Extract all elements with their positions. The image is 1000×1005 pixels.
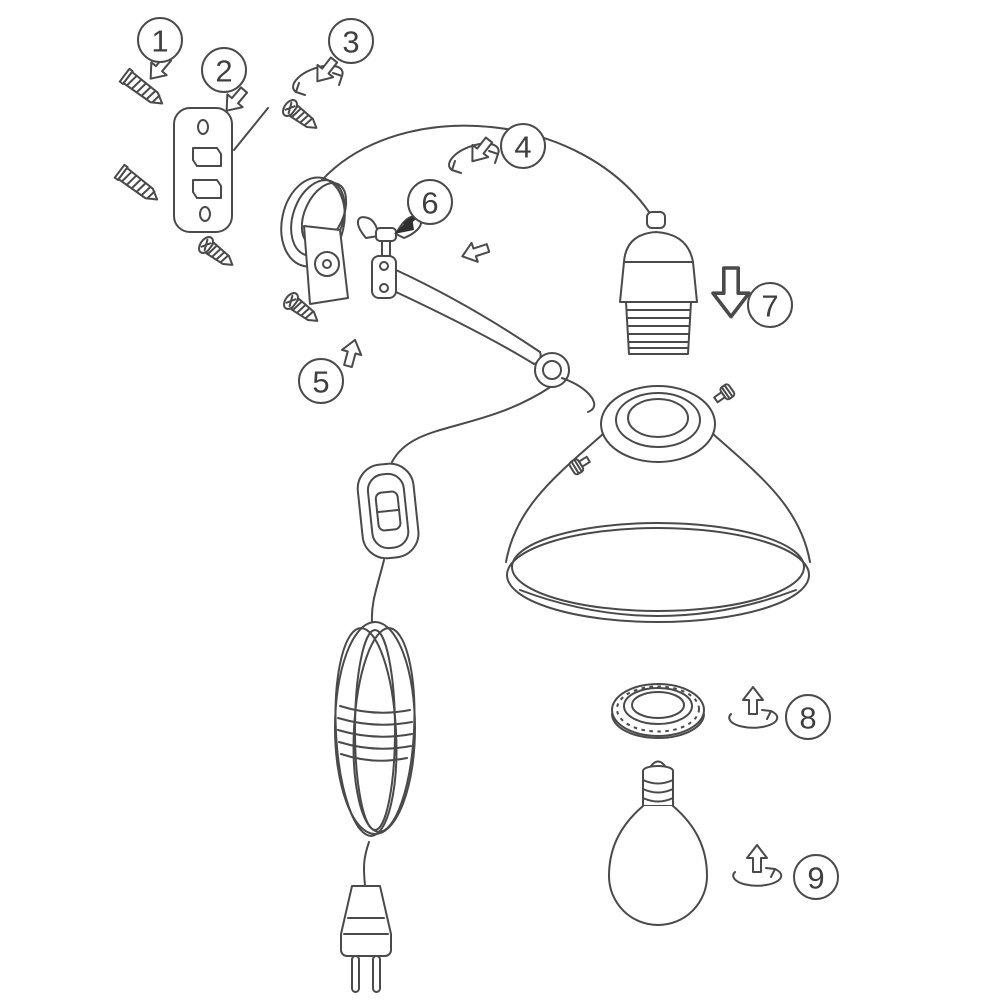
step-badge-1: 1: [137, 17, 183, 63]
socket-cap: [646, 211, 666, 229]
step-number-9: 9: [807, 861, 824, 896]
step-badge-4: 4: [500, 123, 546, 169]
arrow-to-clamp: [458, 237, 493, 267]
power-plug: [340, 885, 392, 993]
socket-body: [619, 231, 698, 303]
plate-slot-top: [197, 119, 209, 135]
cord-arm-to-switch: [391, 385, 553, 463]
leader-line: [233, 107, 269, 151]
hinge-block: [371, 255, 397, 299]
lampshade: [505, 382, 811, 623]
cord-bracket-to-socket: [321, 124, 654, 219]
plate-slot-bottom: [199, 206, 211, 222]
step-number-6: 6: [421, 186, 438, 221]
plug-pin-right: [372, 955, 381, 993]
clamp-bracket: [303, 215, 422, 305]
cord-switch-to-coil: [370, 559, 385, 623]
step-number-4: 4: [514, 130, 531, 165]
rotate-symbol-step8: [728, 686, 779, 729]
ring-hole: [631, 691, 685, 719]
shade-bottom-rim: [506, 527, 810, 623]
step-number-8: 8: [799, 701, 816, 736]
power-cord: [321, 124, 654, 887]
shade-thumbscrew-left: [567, 452, 593, 477]
inline-switch: [356, 462, 420, 560]
step-number-1: 1: [151, 24, 168, 59]
shade-thumbscrew-right: [710, 382, 737, 407]
cord-coil-to-plug: [362, 841, 370, 887]
arrow-step5: [337, 336, 366, 370]
mounting-screw-2: [195, 233, 239, 274]
bulb-glass: [608, 805, 708, 926]
step-number-3: 3: [342, 25, 359, 60]
wall-mounting-plate: [173, 107, 269, 233]
rotate-symbol-step4: [448, 132, 500, 174]
plate-clip-2: [192, 179, 222, 199]
arrow-step7-down: [711, 266, 751, 319]
cord-coil-bundle: [334, 621, 416, 837]
mounting-screw-1: [279, 96, 323, 137]
wing-nut: [357, 215, 422, 258]
step-badge-2: 2: [201, 47, 247, 93]
arm-hook: [561, 377, 596, 413]
step-badge-8: 8: [785, 694, 831, 740]
step-badge-6: 6: [407, 179, 453, 225]
rotate-symbol-step3: [292, 52, 344, 96]
light-bulb: [608, 760, 708, 926]
plate-clip-1: [192, 147, 222, 167]
lamp-socket: [619, 211, 698, 355]
rotate-symbol-step9: [732, 844, 783, 887]
scissor-arm: [395, 269, 596, 413]
wall-anchor-2: [113, 163, 163, 207]
step-badge-9: 9: [793, 854, 839, 900]
arm-cord-coil: [534, 352, 570, 388]
step-number-7: 7: [761, 289, 778, 324]
step-number-5: 5: [312, 365, 329, 400]
step-badge-3: 3: [328, 18, 374, 64]
step-badge-7: 7: [747, 282, 793, 328]
shade-collar: [600, 385, 716, 463]
plug-pin-left: [351, 955, 360, 993]
shade-collar-hole: [627, 398, 689, 438]
step-badge-5: 5: [298, 358, 344, 404]
step-number-2: 2: [215, 54, 232, 89]
clamp-pulley: [314, 251, 340, 277]
shade-ring: [611, 683, 705, 739]
